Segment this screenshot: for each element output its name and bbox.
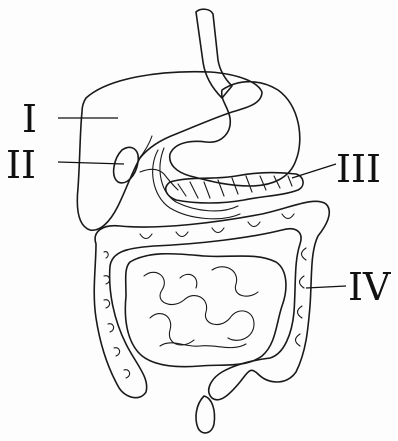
esophagus: [196, 9, 232, 98]
rectum: [196, 396, 215, 433]
gallbladder: [114, 147, 139, 183]
label-IV: IV: [348, 265, 391, 309]
label-II: II: [6, 143, 36, 187]
leader-line-IV: [306, 286, 346, 288]
stomach: [170, 82, 300, 186]
label-III: III: [336, 147, 381, 191]
liver: [77, 72, 262, 231]
large-intestine: [94, 201, 329, 399]
leader-line-III: [292, 164, 336, 178]
label-I: I: [22, 97, 37, 141]
small-intestine: [125, 254, 286, 367]
